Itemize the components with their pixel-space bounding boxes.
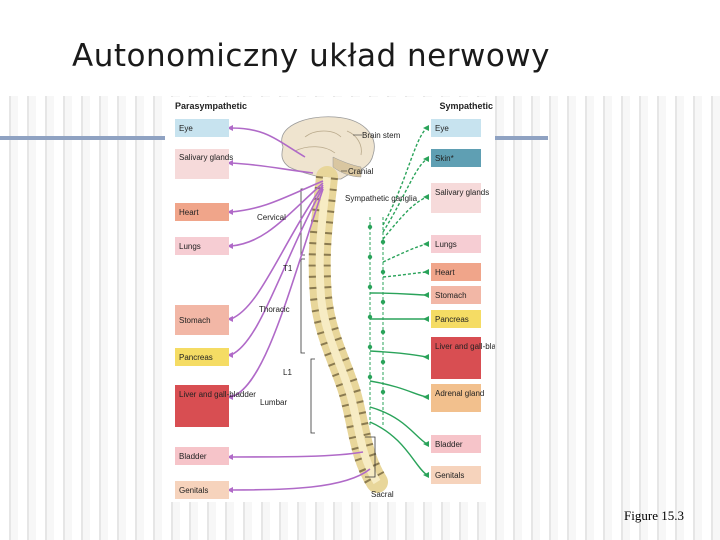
- parasympathetic-arrowheads: [227, 125, 233, 493]
- para-label-liver-and-gall-bladder: Liver and gall-bladder: [179, 390, 256, 399]
- spinal-column: [308, 166, 388, 493]
- para-box-liver: [175, 385, 229, 427]
- label-lumbar: Lumbar: [260, 398, 287, 407]
- symp-label-skin: Skin*: [435, 154, 454, 163]
- slide-title: Autonomiczny układ nerwowy: [72, 38, 550, 74]
- symp-box-skin: [431, 149, 481, 167]
- para-box-bladder: [175, 447, 229, 465]
- symp-label-lungs: Lungs: [435, 240, 457, 249]
- sympathetic-nerves: [369, 127, 428, 476]
- sympathetic-header: Sympathetic: [439, 101, 493, 111]
- symp-label-adrenal-gland: Adrenal gland: [435, 389, 484, 398]
- title-accent-line-right: [495, 136, 548, 140]
- para-box-salivary: [175, 149, 229, 179]
- symp-box-bladder: [431, 435, 481, 453]
- para-box-eye: [175, 119, 229, 137]
- symp-label-bladder: Bladder: [435, 440, 463, 449]
- parasympathetic-header: Parasympathetic: [175, 101, 247, 111]
- parasympathetic-organ-boxes: Eye Salivary glands Heart Lungs Stomach …: [175, 119, 256, 499]
- symp-label-pancreas: Pancreas: [435, 315, 469, 324]
- anatomy-labels: Brain stem Cranial Sympathetic ganglia C…: [257, 131, 418, 499]
- symp-box-eye: [431, 119, 481, 137]
- para-label-bladder: Bladder: [179, 452, 207, 461]
- symp-label-liver-and-gall-bladder: Liver and gall-bladder: [435, 342, 495, 351]
- brain-outline: [281, 116, 375, 180]
- symp-label-salivary-glands: Salivary glands: [435, 188, 489, 197]
- symp-box-heart: [431, 263, 481, 281]
- brain-folds: [294, 130, 362, 156]
- symp-box-adrenal: [431, 384, 481, 412]
- label-l1: L1: [283, 368, 292, 377]
- symp-label-eye: Eye: [435, 124, 449, 133]
- para-box-genitals: [175, 481, 229, 499]
- symp-label-heart: Heart: [435, 268, 455, 277]
- para-label-genitals: Genitals: [179, 486, 208, 495]
- autonomic-nervous-system-diagram: Parasympathetic Sympathetic: [165, 97, 495, 502]
- sympathetic-organ-boxes: Eye Skin* Salivary glands Lungs Heart St…: [431, 119, 495, 484]
- para-label-eye: Eye: [179, 124, 193, 133]
- para-box-lungs: [175, 237, 229, 255]
- para-label-pancreas: Pancreas: [179, 353, 213, 362]
- symp-box-stomach: [431, 286, 481, 304]
- sympathetic-arrowheads: [423, 125, 429, 478]
- parasympathetic-nerves: [230, 127, 371, 491]
- para-box-heart: [175, 203, 229, 221]
- para-label-lungs: Lungs: [179, 242, 201, 251]
- label-t1: T1: [283, 264, 293, 273]
- label-sacral: Sacral: [371, 490, 394, 499]
- symp-label-genitals: Genitals: [435, 471, 464, 480]
- figure-caption: Figure 15.3: [624, 508, 684, 523]
- para-label-heart: Heart: [179, 208, 199, 217]
- symp-box-salivary: [431, 183, 481, 213]
- para-box-pancreas: [175, 348, 229, 366]
- symp-box-genitals: [431, 466, 481, 484]
- symp-box-pancreas: [431, 310, 481, 328]
- para-label-stomach: Stomach: [179, 316, 211, 325]
- cerebellum: [332, 156, 362, 178]
- para-label-salivary-glands: Salivary glands: [179, 153, 233, 162]
- label-sympathetic-ganglia: Sympathetic ganglia: [345, 194, 418, 203]
- title-bar: [0, 0, 720, 96]
- label-brain-stem: Brain stem: [362, 131, 401, 140]
- label-cranial: Cranial: [348, 167, 374, 176]
- label-thoracic: Thoracic: [259, 305, 290, 314]
- symp-box-lungs: [431, 235, 481, 253]
- symp-box-liver: [431, 337, 481, 379]
- sympathetic-ganglia: [367, 224, 386, 395]
- symp-label-stomach: Stomach: [435, 291, 467, 300]
- title-accent-line-left: [0, 136, 165, 140]
- para-box-stomach: [175, 305, 229, 335]
- label-cervical: Cervical: [257, 213, 286, 222]
